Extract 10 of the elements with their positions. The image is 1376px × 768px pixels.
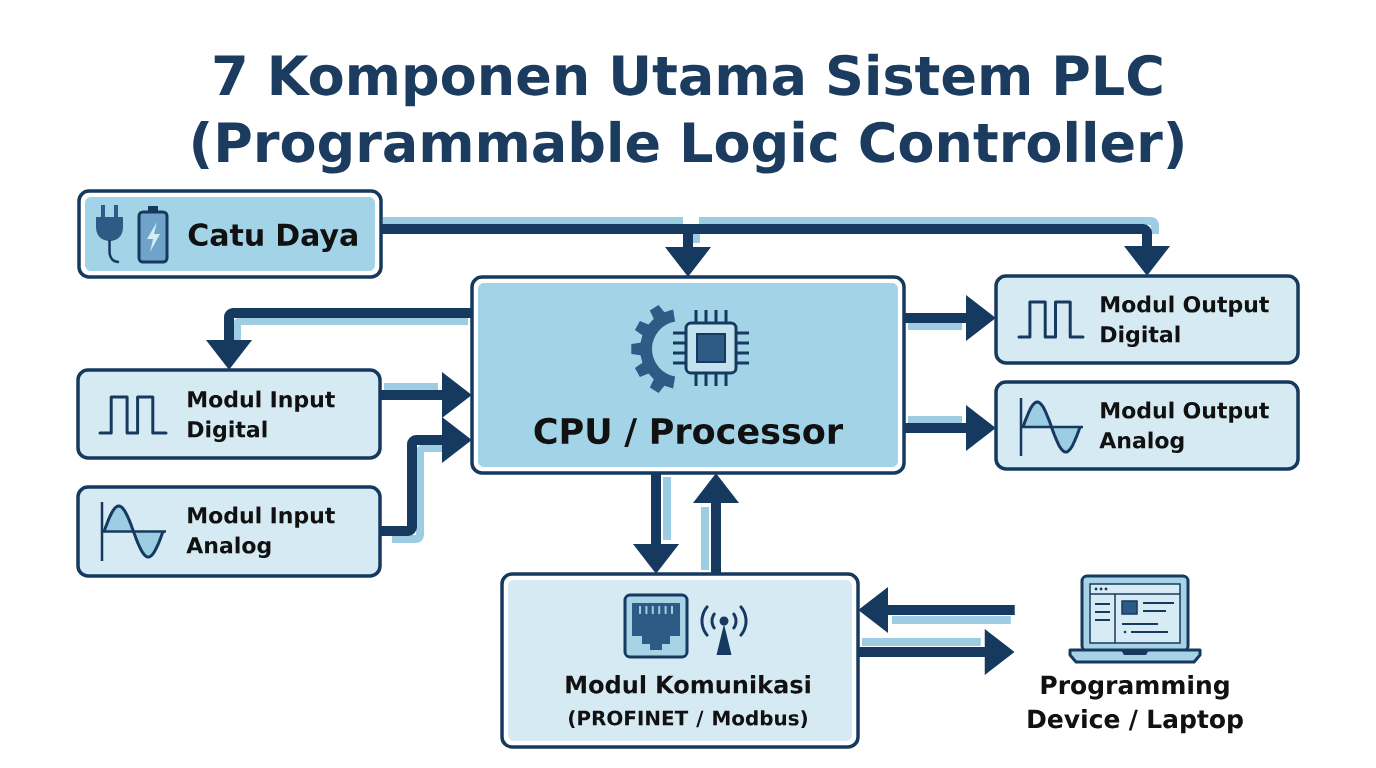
module-box: Modul Komunikasi (PROFINET / Modbus)	[500, 572, 860, 749]
module-box: Modul Output Digital	[994, 274, 1300, 365]
power-box: Catu Daya	[77, 189, 383, 279]
module-box: Modul Input Analog	[76, 485, 382, 578]
connector-line	[381, 217, 691, 234]
processor-box: CPU / Processor	[470, 275, 906, 475]
module-box: Modul Output Analog	[994, 380, 1300, 471]
title: 7 Komponen Utama Sistem PLC (Programmable Logic Controller)	[193, 53, 1183, 174]
device-label: Programming Device / Laptop	[1028, 675, 1243, 734]
module-box: Modul Input Digital	[76, 368, 382, 460]
